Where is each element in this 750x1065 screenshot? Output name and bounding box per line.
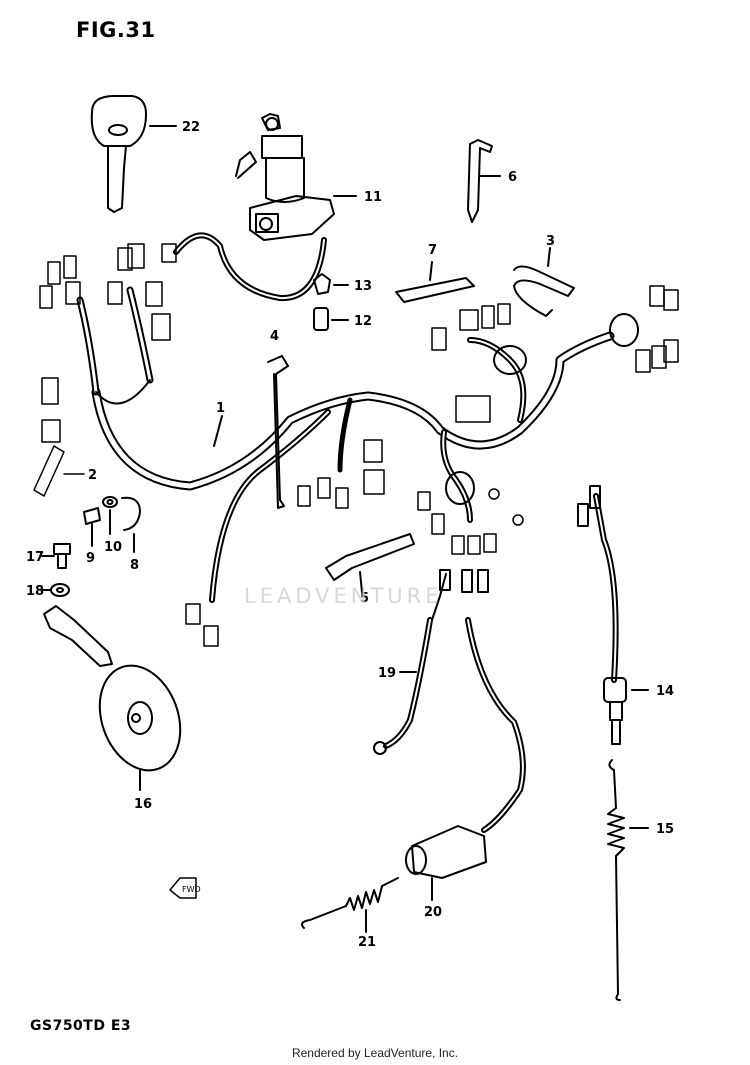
callout-17: 17 [26, 550, 44, 565]
switch-part-20 [405, 569, 526, 901]
callout-19: 19 [378, 666, 396, 681]
nut-part-13 [313, 273, 349, 295]
washer-part-10 [102, 496, 118, 535]
spring-part-15 [607, 759, 649, 1001]
washer-part-18 [41, 583, 70, 597]
forward-arrow: FWD [169, 877, 201, 899]
callout-9: 9 [86, 551, 95, 566]
figure-title: FIG.31 [76, 18, 156, 42]
callout-5: 5 [360, 591, 369, 606]
main-wiring-harness [76, 232, 639, 603]
callout-2: 2 [88, 468, 97, 483]
callout-22: 22 [182, 120, 200, 135]
callout-10: 10 [104, 540, 122, 555]
spring-part-21 [301, 877, 399, 933]
ignition-key-part [90, 95, 177, 213]
callout-12: 12 [354, 314, 372, 329]
ignition-switch-part [235, 113, 357, 241]
cable-tie-part-5 [325, 533, 415, 593]
harness-clamp-part [395, 261, 475, 303]
clip-part-8 [121, 496, 141, 553]
connector-cluster-center [185, 285, 679, 647]
screw-part-17 [41, 543, 71, 569]
callout-1: 1 [216, 401, 225, 416]
model-label: GS750TD E3 [30, 1018, 132, 1034]
band-clamp-part [467, 139, 501, 223]
switch-part-14 [577, 485, 649, 745]
band-part-4 [267, 355, 289, 509]
callout-6: 6 [508, 170, 517, 185]
callout-8: 8 [130, 558, 139, 573]
watermark: LEADVENTURE [244, 584, 443, 608]
callout-16: 16 [134, 797, 152, 812]
callout-14: 14 [656, 684, 674, 699]
rendered-by-footer: Rendered by LeadVenture, Inc. [291, 1046, 459, 1060]
callout-7: 7 [428, 243, 437, 258]
bolt-part-9 [83, 507, 101, 547]
callout-21: 21 [358, 935, 376, 950]
svg-text:FWD: FWD [182, 885, 201, 894]
callout-4: 4 [270, 329, 279, 344]
connector-cluster-left [33, 243, 177, 497]
callout-20: 20 [424, 905, 442, 920]
callout-18: 18 [26, 584, 44, 599]
callout-11: 11 [364, 190, 382, 205]
socket-part-12 [313, 307, 349, 331]
callout-15: 15 [656, 822, 674, 837]
horn-part-16 [43, 605, 182, 791]
callout-3: 3 [546, 234, 555, 249]
clamp-part-3 [513, 247, 575, 317]
lead-wire-part-19 [373, 569, 451, 755]
callout-13: 13 [354, 279, 372, 294]
